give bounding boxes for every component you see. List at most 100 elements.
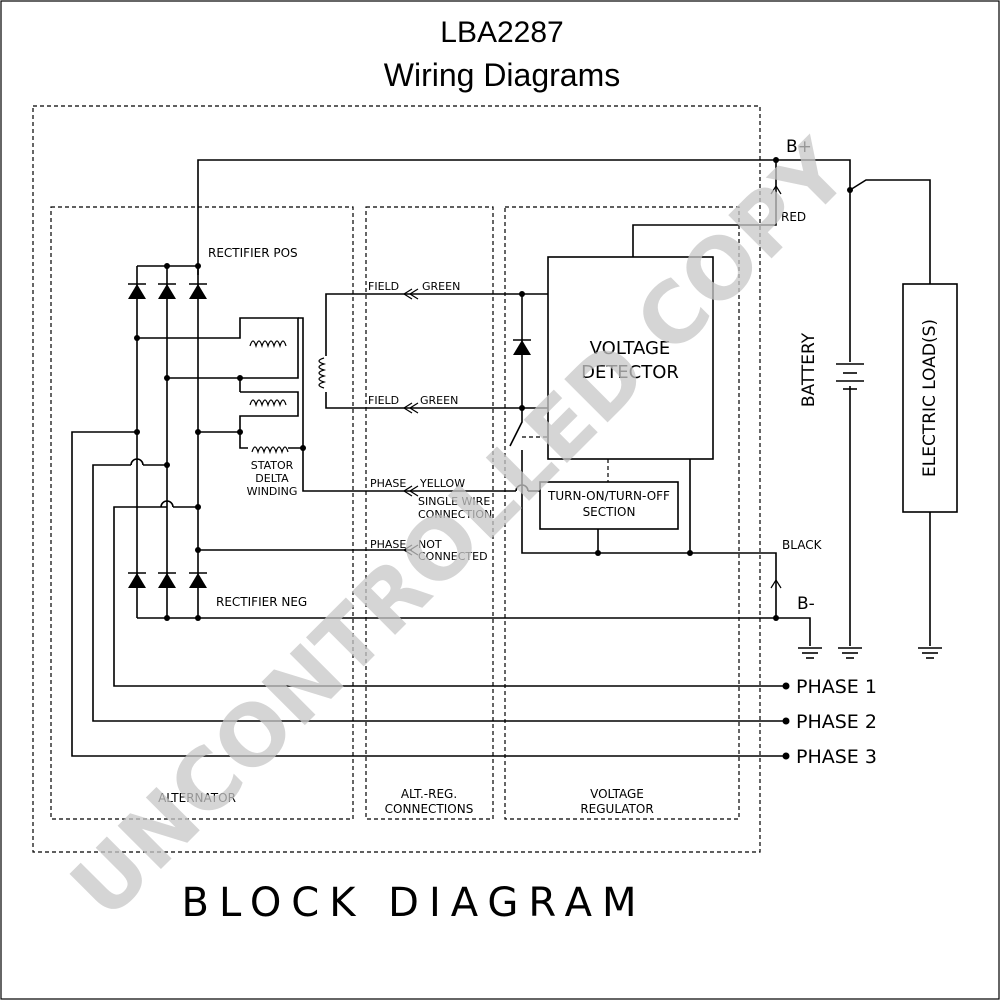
phase-2-terminal [782, 717, 790, 725]
b-plus-bus [197, 159, 851, 646]
stator-label-line2: DELTA [255, 472, 289, 485]
stator-node [164, 375, 170, 381]
alternator-label: ALTERNATOR [158, 791, 236, 805]
phase-2-wire [92, 464, 786, 722]
pos-node [164, 263, 170, 269]
stator-label-line3: WINDING [247, 485, 298, 498]
field-wires [325, 293, 548, 409]
battery-label: BATTERY [799, 332, 819, 407]
ground-node [595, 550, 601, 556]
not-connected-label-line1: NOT [418, 538, 442, 551]
phase-label-1: PHASE [370, 477, 406, 490]
diode-pos-1 [128, 283, 146, 299]
field-label-2: FIELD [368, 394, 399, 407]
green-label-2: GREEN [420, 394, 458, 407]
phase-node [195, 547, 201, 553]
stator-node [195, 429, 201, 435]
title-wiring-diagrams: Wiring Diagrams [384, 57, 620, 93]
phase-2-node [164, 462, 170, 468]
not-connected-label-line2: CONNECTED [418, 550, 488, 563]
black-wire [690, 552, 777, 618]
phase-1-label: PHASE 1 [796, 676, 877, 698]
ground-load [918, 647, 942, 659]
voltage-regulator-label-line2: REGULATOR [580, 802, 653, 816]
field-connector-2b [408, 402, 419, 414]
alternator-box [50, 206, 354, 820]
stator-coil-1 [248, 334, 288, 349]
alt-reg-connections-box [365, 206, 494, 820]
voltage-regulator-label-line1: VOLTAGE [590, 787, 644, 801]
pos-node [195, 263, 201, 269]
rectifier-pos-label: RECTIFIER POS [208, 246, 298, 260]
turn-on-off-label-line2: SECTION [583, 505, 636, 519]
phase-1-node [195, 504, 201, 510]
phase-1-terminal [782, 682, 790, 690]
phase-3-terminal [782, 752, 790, 760]
red-connector [770, 184, 782, 195]
load-feed-wire [849, 179, 931, 284]
field-connector-1b [408, 288, 419, 300]
phase-1-crossover [160, 500, 174, 508]
single-wire-label-line2: CONNECTION [418, 508, 492, 521]
phase-3-wire [71, 431, 786, 757]
red-wire-label: RED [781, 210, 806, 224]
phase-2-label: PHASE 2 [796, 711, 877, 733]
phase-1-wire [113, 506, 786, 687]
flyback-diode [513, 339, 531, 355]
phase-connector-1b [408, 485, 419, 497]
phase-3-label: PHASE 3 [796, 746, 877, 768]
phase-connector-1 [402, 485, 413, 497]
neg-node [195, 615, 201, 621]
title-part-number: LBA2287 [440, 16, 563, 49]
black-wire-label: BLACK [782, 538, 823, 552]
phase-yellow-wire [302, 448, 516, 492]
stator-coil-2 [248, 394, 288, 408]
neg-node [164, 615, 170, 621]
diode-pos-2 [158, 283, 176, 299]
voltage-detector-label-line1: VOLTAGE [590, 338, 671, 359]
diode-pos-3 [189, 283, 207, 299]
diode-neg-1 [128, 572, 146, 588]
stator-node [237, 375, 243, 381]
diode-neg-2 [158, 572, 176, 588]
turn-on-off-label-line1: TURN-ON/TURN-OFF [547, 489, 670, 503]
b-minus-label: B- [797, 594, 815, 614]
black-connector [770, 578, 782, 589]
ground-b-minus [798, 647, 822, 659]
field-connector-2 [402, 402, 413, 414]
phase-connector-2b [408, 544, 419, 556]
turn-on-off-box [539, 481, 679, 530]
ground-node [687, 550, 693, 556]
voltage-regulator-box [504, 206, 740, 820]
switch-node [847, 187, 853, 193]
stator-label-line1: STATOR [251, 459, 294, 472]
battery-symbol [836, 362, 864, 390]
single-wire-label-line1: SINGLE WIRE [418, 495, 490, 508]
stator-coil-3 [248, 440, 289, 455]
b-minus-bus [137, 617, 811, 646]
red-wire [632, 160, 777, 257]
yellow-label: YELLOW [419, 477, 465, 490]
field-coil-icon [312, 356, 328, 392]
b-plus-label: B+ [786, 137, 812, 157]
stator-node [237, 429, 243, 435]
alt-reg-label-line2: CONNECTIONS [385, 802, 474, 816]
electric-load-label: ELECTRIC LOAD(S) [920, 319, 940, 477]
phase-label-2: PHASE [370, 538, 406, 551]
regulator-ground-bus [521, 450, 691, 554]
alt-reg-label-line1: ALT.-REG. [401, 787, 457, 801]
field-connector-1 [402, 288, 413, 300]
phase-connector-2 [402, 544, 413, 556]
green-label-1: GREEN [422, 280, 460, 293]
rectifier-neg-label: RECTIFIER NEG [216, 595, 307, 609]
regulator-switch [509, 408, 523, 447]
voltage-detector-label-line2: DETECTOR [581, 362, 679, 383]
phase-2-crossover [130, 458, 144, 466]
phase-3-node [134, 429, 140, 435]
stator-node [134, 335, 140, 341]
ground-battery [838, 647, 862, 659]
diode-neg-3 [189, 572, 207, 588]
